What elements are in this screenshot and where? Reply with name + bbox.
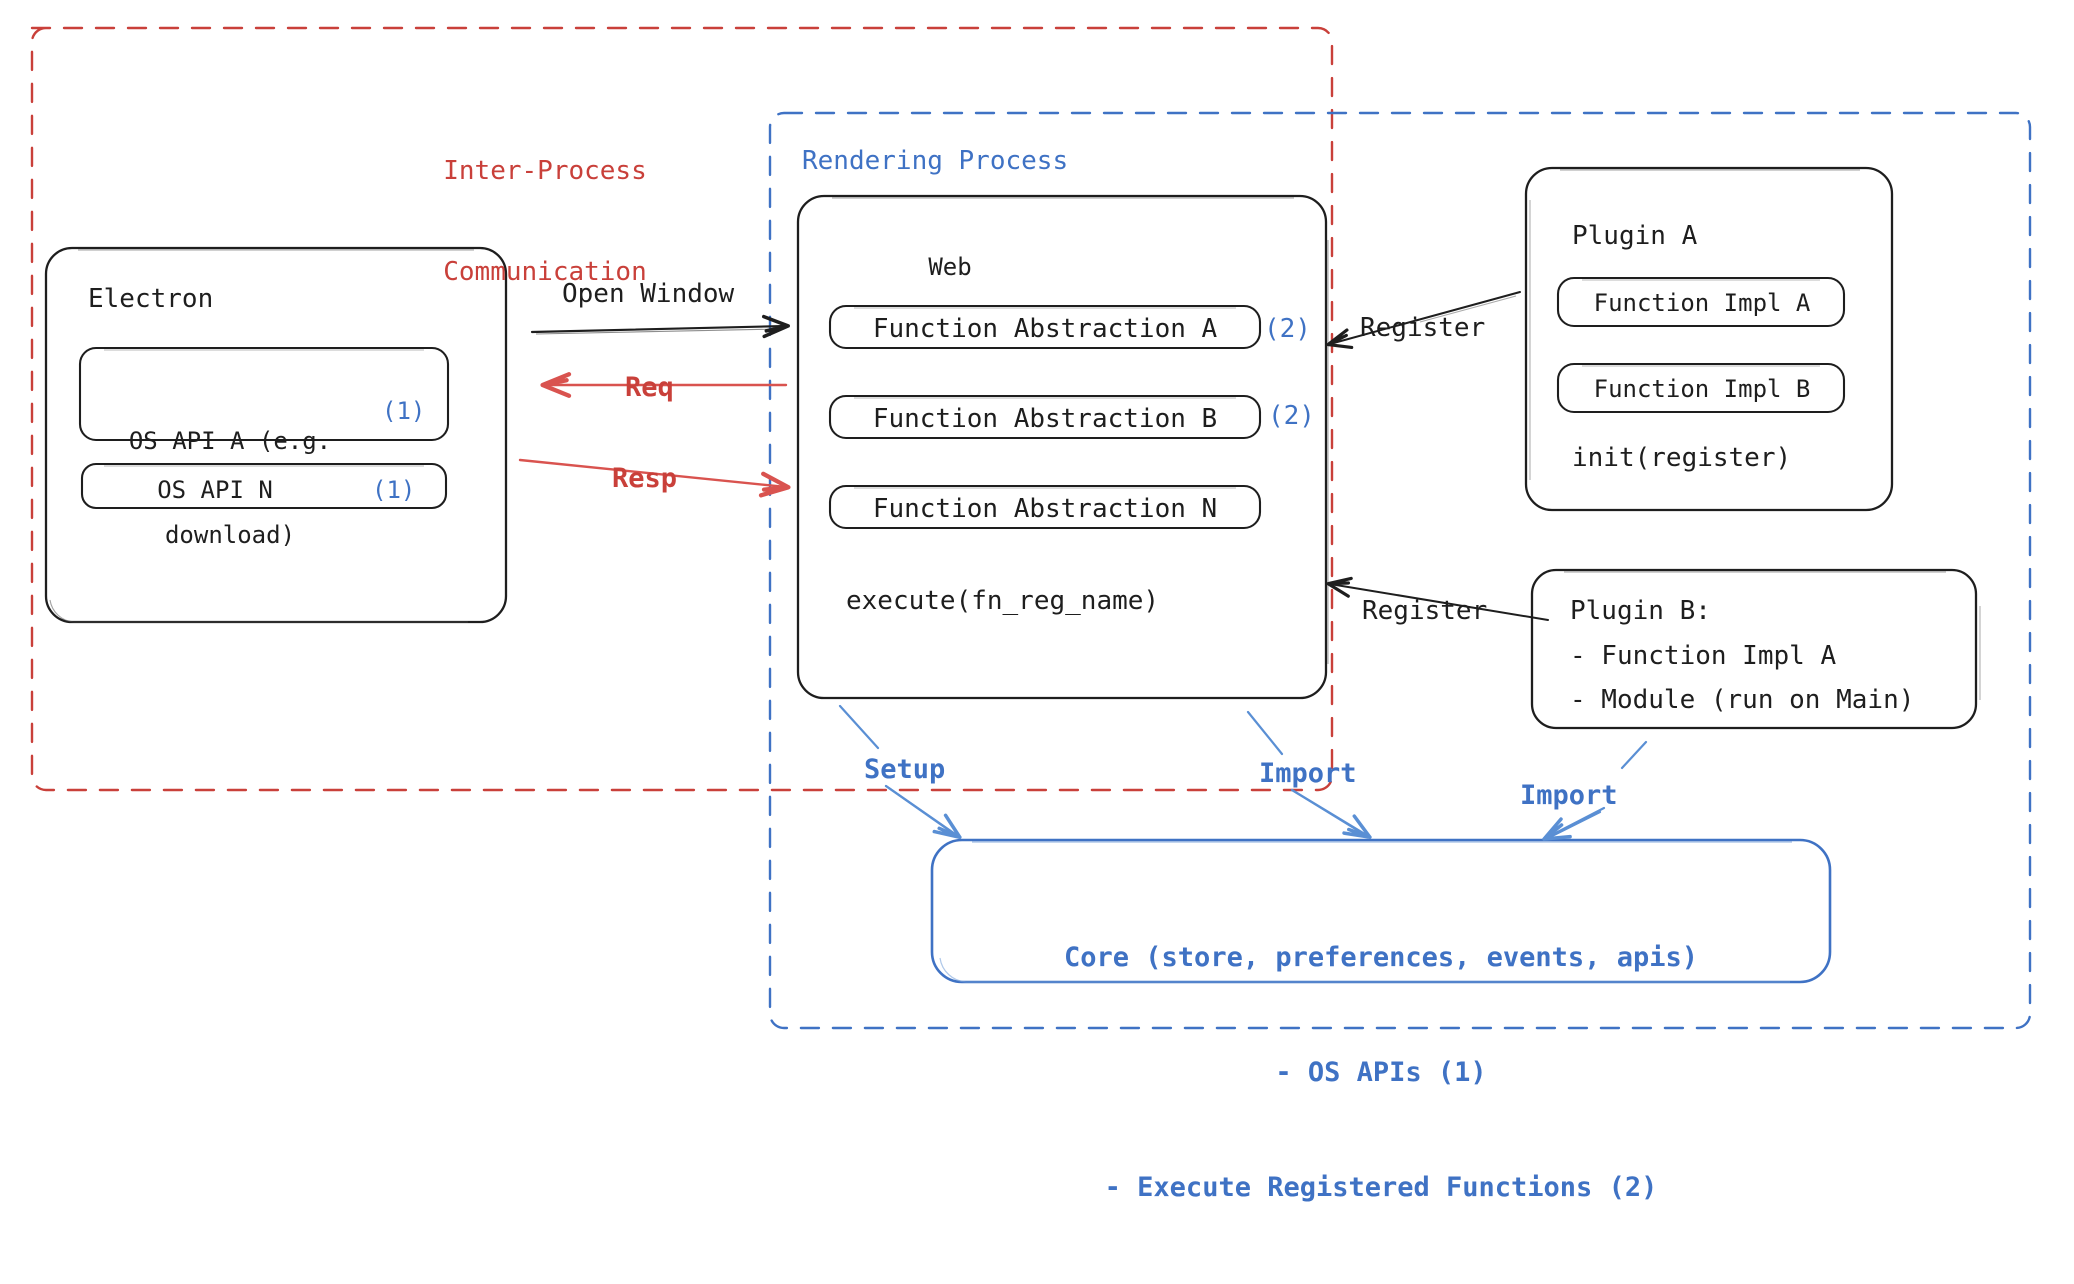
web-box-outline — [796, 194, 1329, 700]
edge-label-register-b: Register — [1362, 596, 1488, 626]
os-api-n-badge: (1) — [372, 476, 416, 504]
plugin-a-box-outline — [1524, 166, 1894, 512]
os-api-a-line2: download) — [164, 520, 296, 549]
core-line-3: - Execute Registered Functions (2) — [1104, 1171, 1658, 1203]
edge-label-resp: Resp — [612, 463, 678, 494]
function-abstraction-b-badge: (2) — [1268, 401, 1315, 431]
edge-label-import-web: Import — [1259, 758, 1357, 789]
ipc-label-line1: Inter-Process — [443, 155, 647, 186]
edge-label-req: Req — [625, 372, 674, 403]
plugin-b-line-1: - Function Impl A — [1570, 641, 1837, 671]
plugin-b-title: Plugin B: — [1570, 596, 1711, 626]
function-abstraction-n-box-outline — [828, 484, 1262, 530]
edge-resp — [518, 458, 791, 498]
ipc-container-label: Inter-Process Communication — [420, 87, 670, 357]
edge-register-a — [1326, 291, 1521, 350]
plugin-a-title: Plugin A — [1572, 221, 1698, 251]
rendering-process-label: Rendering Process — [802, 146, 1069, 176]
function-abstraction-b-label: Function Abstraction B — [872, 404, 1218, 434]
edge-label-register-a: Register — [1360, 313, 1486, 343]
function-impl-a-label: Function Impl A — [1593, 289, 1811, 317]
function-abstraction-a-label: Function Abstraction A — [872, 314, 1218, 344]
function-abstraction-a-box-outline — [828, 304, 1262, 350]
plugin-b-box-outline — [1530, 568, 1981, 730]
function-impl-b-label: Function Impl B — [1593, 375, 1811, 403]
plugin-a-footer-init: init(register) — [1572, 443, 1792, 473]
os-api-a-label: OS API A (e.g. download) — [80, 364, 380, 614]
os-api-n-label: OS API N — [157, 476, 273, 504]
electron-title: Electron — [88, 284, 214, 314]
function-abstraction-a-badge: (2) — [1264, 314, 1311, 344]
ipc-container-outline — [30, 26, 1334, 792]
os-api-a-box-outline — [78, 346, 450, 442]
core-line-1: Core (store, preferences, events, apis) — [1064, 941, 1698, 973]
diagram-vector-layer — [30, 26, 2032, 1030]
edge-import-web — [1246, 710, 1372, 840]
core-content: Core (store, preferences, events, apis) … — [932, 862, 1830, 1284]
function-abstraction-b-box-outline — [828, 394, 1262, 440]
function-abstraction-n-label: Function Abstraction N — [872, 494, 1218, 524]
function-impl-a-box-outline — [1556, 276, 1846, 328]
ipc-label-line2: Communication — [443, 256, 647, 287]
edge-label-setup: Setup — [864, 754, 946, 785]
edge-label-import-plugin-b: Import — [1520, 780, 1618, 811]
core-line-2: - OS APIs (1) — [1275, 1056, 1487, 1088]
core-box-outline — [930, 838, 1832, 984]
os-api-n-box-outline — [80, 462, 448, 510]
os-api-a-line1: OS API A (e.g. — [128, 427, 332, 456]
edge-setup — [838, 704, 962, 840]
web-title: Web — [928, 253, 972, 281]
web-footer-execute: execute(fn_reg_name) — [846, 586, 1160, 616]
plugin-b-line-2: - Module (run on Main) — [1570, 685, 1915, 715]
function-impl-b-box-outline — [1556, 362, 1846, 414]
diagram-canvas: Inter-Process Communication Rendering Pr… — [30, 26, 2032, 1203]
edge-open-window — [530, 314, 790, 339]
rendering-process-container-outline — [768, 111, 2032, 1030]
edge-label-open-window: Open Window — [562, 279, 735, 309]
os-api-a-badge: (1) — [382, 397, 426, 425]
edge-register-b — [1326, 576, 1549, 621]
edge-import-plugin-b — [1542, 740, 1648, 841]
